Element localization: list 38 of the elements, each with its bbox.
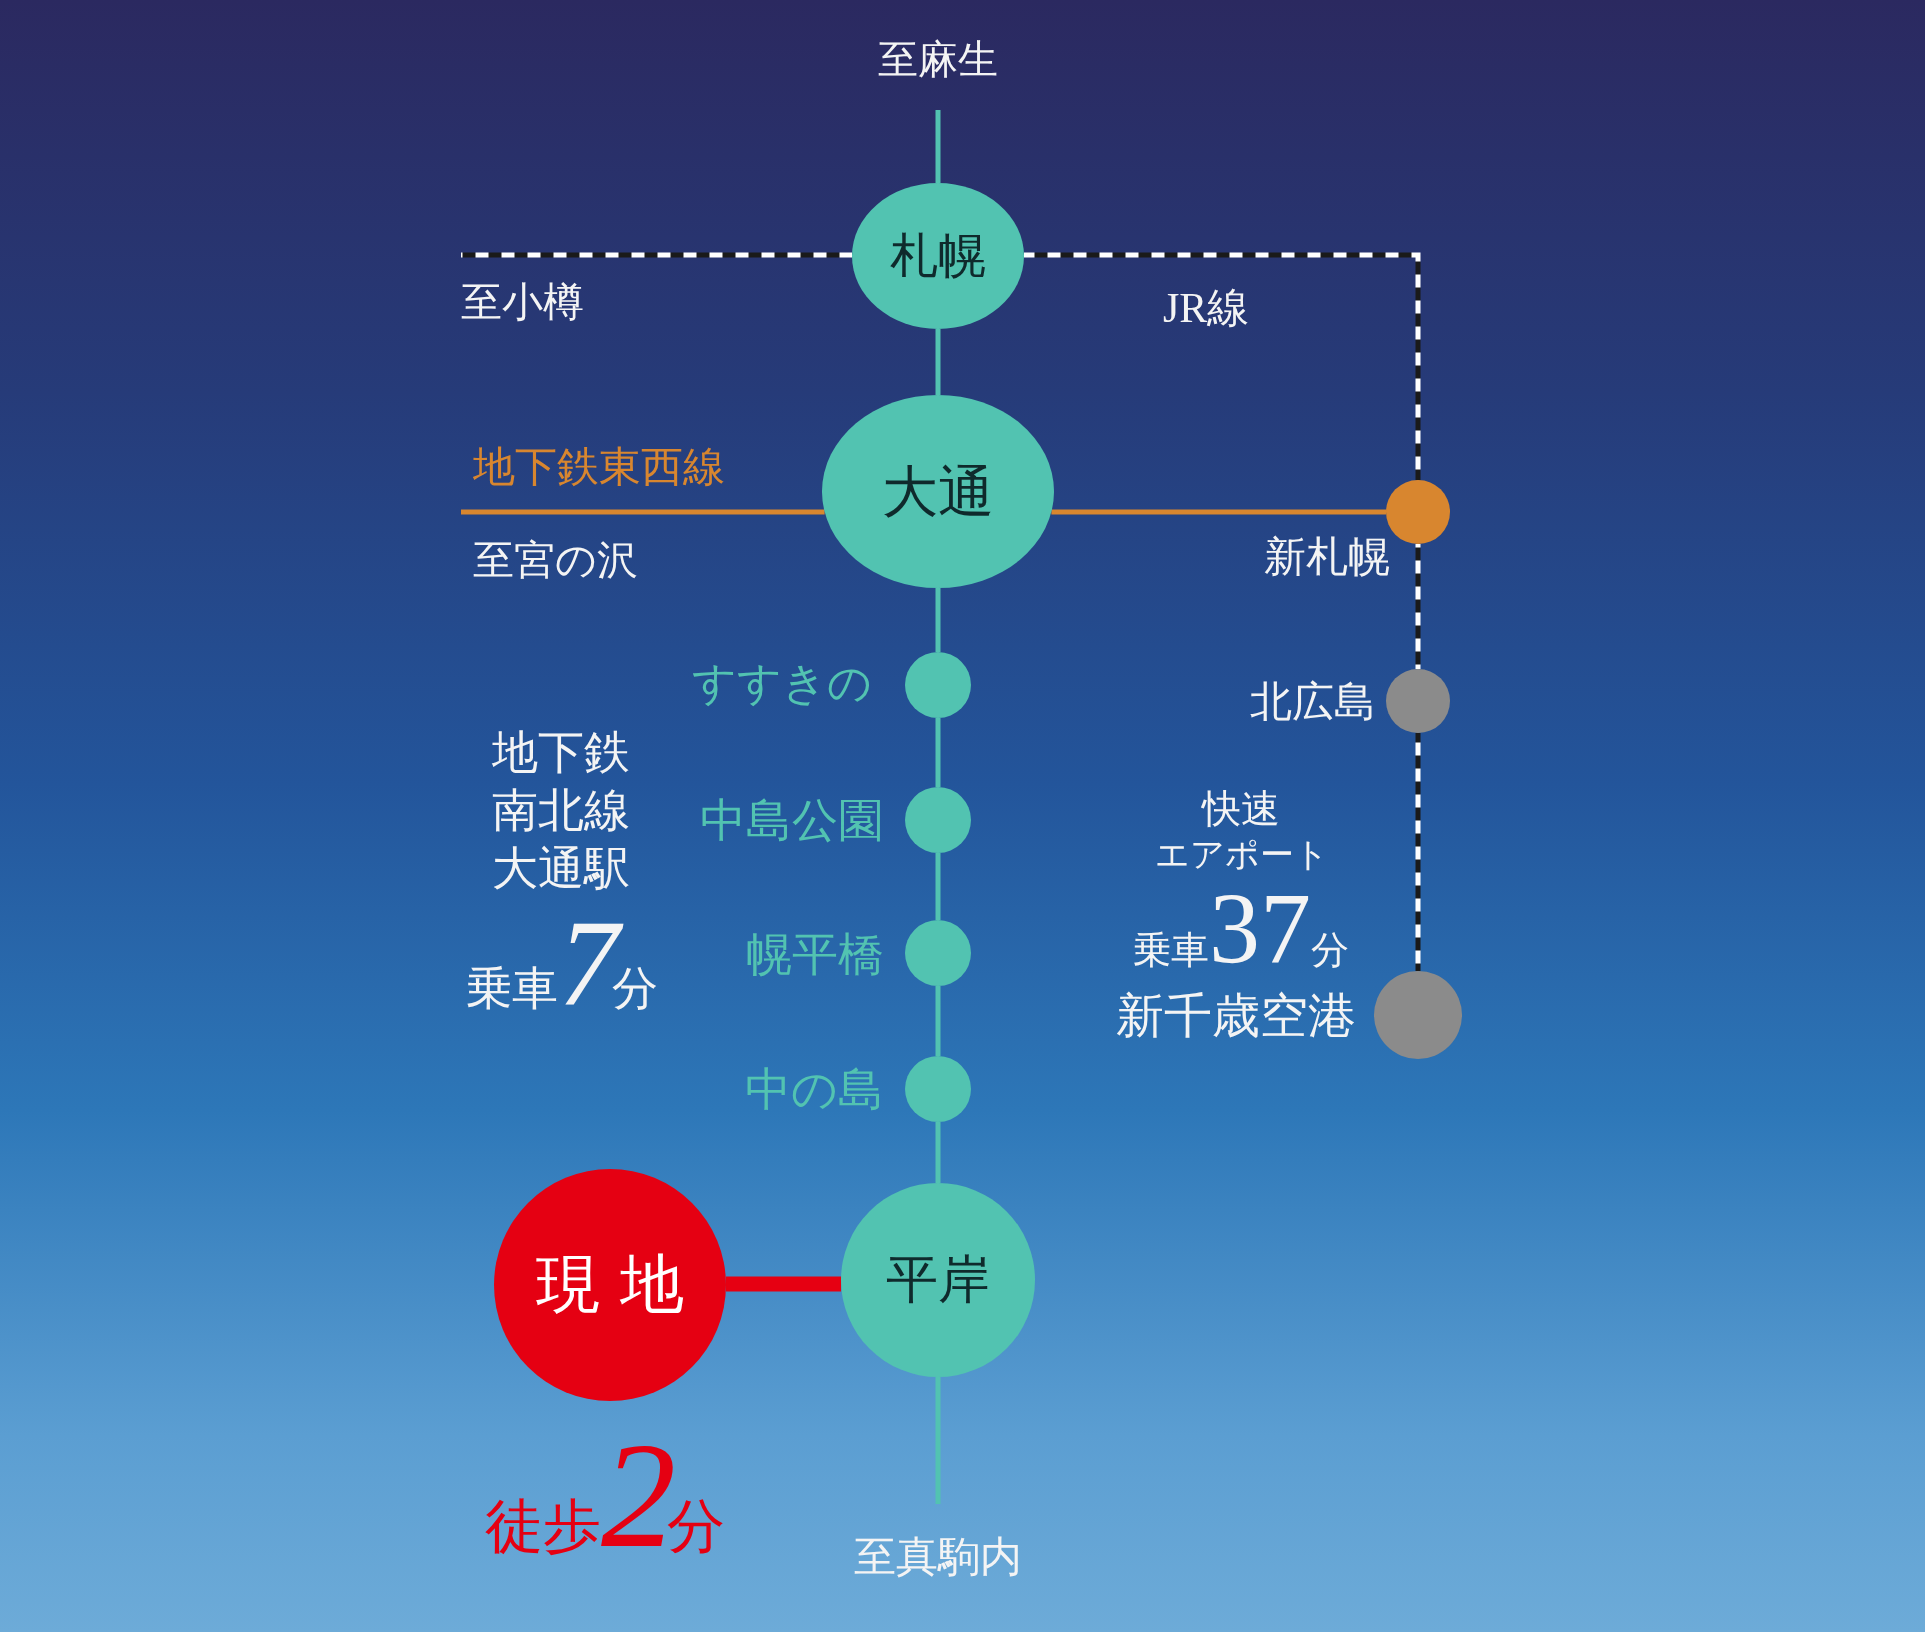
station-name: 中の島 xyxy=(745,1067,884,1113)
destination-label: 至小樽 xyxy=(461,282,584,323)
rail-line xyxy=(935,588,941,652)
line-name: JR線 xyxy=(1163,287,1250,329)
rail-line xyxy=(1415,544,1421,669)
rail-line xyxy=(935,986,941,1056)
rail-line xyxy=(1024,252,1421,480)
rail-line xyxy=(1415,733,1421,971)
walk-time: 徒歩2分 xyxy=(485,1420,725,1570)
rail-line xyxy=(461,252,852,258)
destination-label: 至宮の沢 xyxy=(473,540,638,581)
rail-line xyxy=(935,1122,941,1183)
rail-line xyxy=(461,509,825,515)
rail-line xyxy=(935,853,941,920)
route-note: 地下鉄南北線大通駅 xyxy=(491,726,631,896)
travel-time: 乗車37分 xyxy=(1133,878,1349,980)
rail-line xyxy=(935,110,941,183)
rail-line xyxy=(935,329,941,395)
train-name: 快速 xyxy=(1202,789,1280,828)
station-name: 平岸 xyxy=(886,1254,990,1306)
rail-line xyxy=(935,1377,941,1504)
destination-label: 至麻生 xyxy=(838,40,1038,110)
station-name: すすきの xyxy=(692,662,872,706)
train-name: エアポート xyxy=(1155,838,1329,872)
rail-line xyxy=(1051,509,1386,515)
travel-time: 乗車7分 xyxy=(466,902,658,1024)
station-name: 大通 xyxy=(882,463,994,520)
station-name: 新札幌 xyxy=(1264,536,1390,578)
station-name: 札幌 xyxy=(890,232,986,280)
station-name: 幌平橋 xyxy=(746,932,884,978)
station-name: 北広島 xyxy=(1250,681,1376,723)
destination-label: 至真駒内 xyxy=(838,1504,1038,1578)
rail-line xyxy=(935,718,941,787)
station-name: 新千歳空港 xyxy=(1116,992,1356,1040)
walk-line xyxy=(726,1276,842,1292)
station-name: 中島公園 xyxy=(700,798,884,844)
line-name: 地下鉄東西線 xyxy=(473,446,725,488)
place-name: 現地 xyxy=(535,1253,703,1317)
